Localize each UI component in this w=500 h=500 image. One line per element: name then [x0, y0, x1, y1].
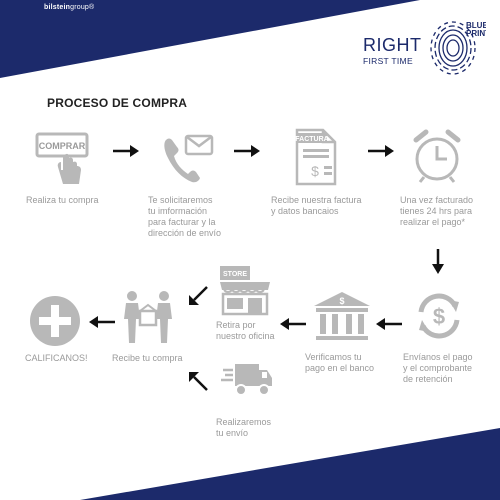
- page-title: PROCESO DE COMPRA: [47, 96, 188, 110]
- store-icon: STORE: [220, 266, 270, 316]
- step-pago-caption: Envíanos el pago y el comprobante de ret…: [403, 352, 473, 385]
- arrow-left-icon: [280, 318, 306, 330]
- caption-line: Realizaremos: [216, 417, 272, 427]
- bank-icon: $: [314, 292, 370, 340]
- step-comprar-caption: Realiza tu compra: [26, 195, 99, 205]
- slogan-line2: FIRST TIME: [363, 56, 413, 66]
- alarm-clock-icon: [413, 129, 461, 183]
- caption-line: y el comprobante: [403, 363, 473, 373]
- step-tienda-caption: Retira por nuestro oficina: [216, 320, 275, 342]
- caption-line: para facturar y la: [148, 217, 216, 227]
- caption-line: Una vez facturado: [400, 195, 474, 205]
- svg-text:$: $: [433, 304, 445, 329]
- arrow-right-icon: [113, 145, 139, 157]
- delivery-truck-icon: [221, 364, 272, 396]
- store-sign-label: STORE: [223, 271, 247, 278]
- step-banco-caption: Verificamos tu pago en el banco: [305, 352, 374, 374]
- arrow-right-icon: [368, 145, 394, 157]
- brand-wordmark: bilsteingroup®: [44, 4, 95, 11]
- svg-text:$: $: [311, 163, 319, 179]
- caption-line: y datos bancaios: [271, 206, 339, 216]
- arrow-down-icon: [432, 249, 444, 274]
- phone-email-icon: [164, 134, 214, 183]
- step-reloj-caption: Una vez facturado tienes 24 hrs para rea…: [400, 195, 473, 228]
- arrow-down-left-icon: [189, 372, 208, 391]
- caption-line: tu imformación: [148, 206, 208, 216]
- step-recibe-caption: Recibe tu compra: [112, 353, 183, 363]
- comprar-label: COMPRAR: [39, 141, 86, 151]
- receive-package-icon: [124, 291, 172, 343]
- plus-circle-icon: [30, 296, 80, 346]
- caption-line: tu envío: [216, 428, 249, 438]
- arrow-up-left-icon: [189, 286, 208, 305]
- caption-line: Envíanos el pago: [403, 352, 473, 362]
- slogan: RIGHT FIRST TIME: [363, 36, 422, 66]
- step-envio-caption: Realizaremos tu envío: [216, 417, 271, 439]
- caption-line: Verificamos tu: [305, 352, 362, 362]
- caption-line: Te solicitaremos: [148, 195, 213, 205]
- arrow-left-icon: [89, 316, 115, 328]
- caption-line: dirección de envío: [148, 228, 222, 238]
- top-banner: [0, 0, 420, 78]
- caption-line: nuestro oficina: [216, 331, 275, 341]
- step-califica-caption: CALIFICANOS!: [25, 353, 88, 363]
- step-factura-caption: Recibe nuestra factura y datos bancaios: [271, 195, 362, 217]
- caption-line: Recibe nuestra factura: [271, 195, 362, 205]
- slogan-line1: RIGHT: [363, 35, 422, 55]
- factura-label: FACTURA: [295, 136, 328, 143]
- svg-text:$: $: [339, 296, 344, 306]
- step-telefono-caption: Te solicitaremos tu imformación para fac…: [148, 195, 221, 239]
- caption-line: pago en el banco: [305, 363, 375, 373]
- invoice-icon: FACTURA $: [295, 128, 337, 186]
- arrow-left-icon: [376, 318, 402, 330]
- caption-line: tienes 24 hrs para: [400, 206, 473, 216]
- comprar-button-icon: COMPRAR: [35, 132, 89, 184]
- caption-line: realizar el pago*: [400, 217, 466, 227]
- bottom-banner: [80, 428, 500, 500]
- payment-cycle-icon: $: [418, 293, 460, 339]
- arrow-right-icon: [234, 145, 260, 157]
- logo-text-2: PRINT: [466, 29, 486, 38]
- caption-line: de retención: [403, 374, 453, 384]
- blueprint-fingerprint-logo: BLUE PRINT: [430, 21, 486, 75]
- logo-text-1: BLUE: [466, 21, 486, 30]
- caption-line: Retira por: [216, 320, 256, 330]
